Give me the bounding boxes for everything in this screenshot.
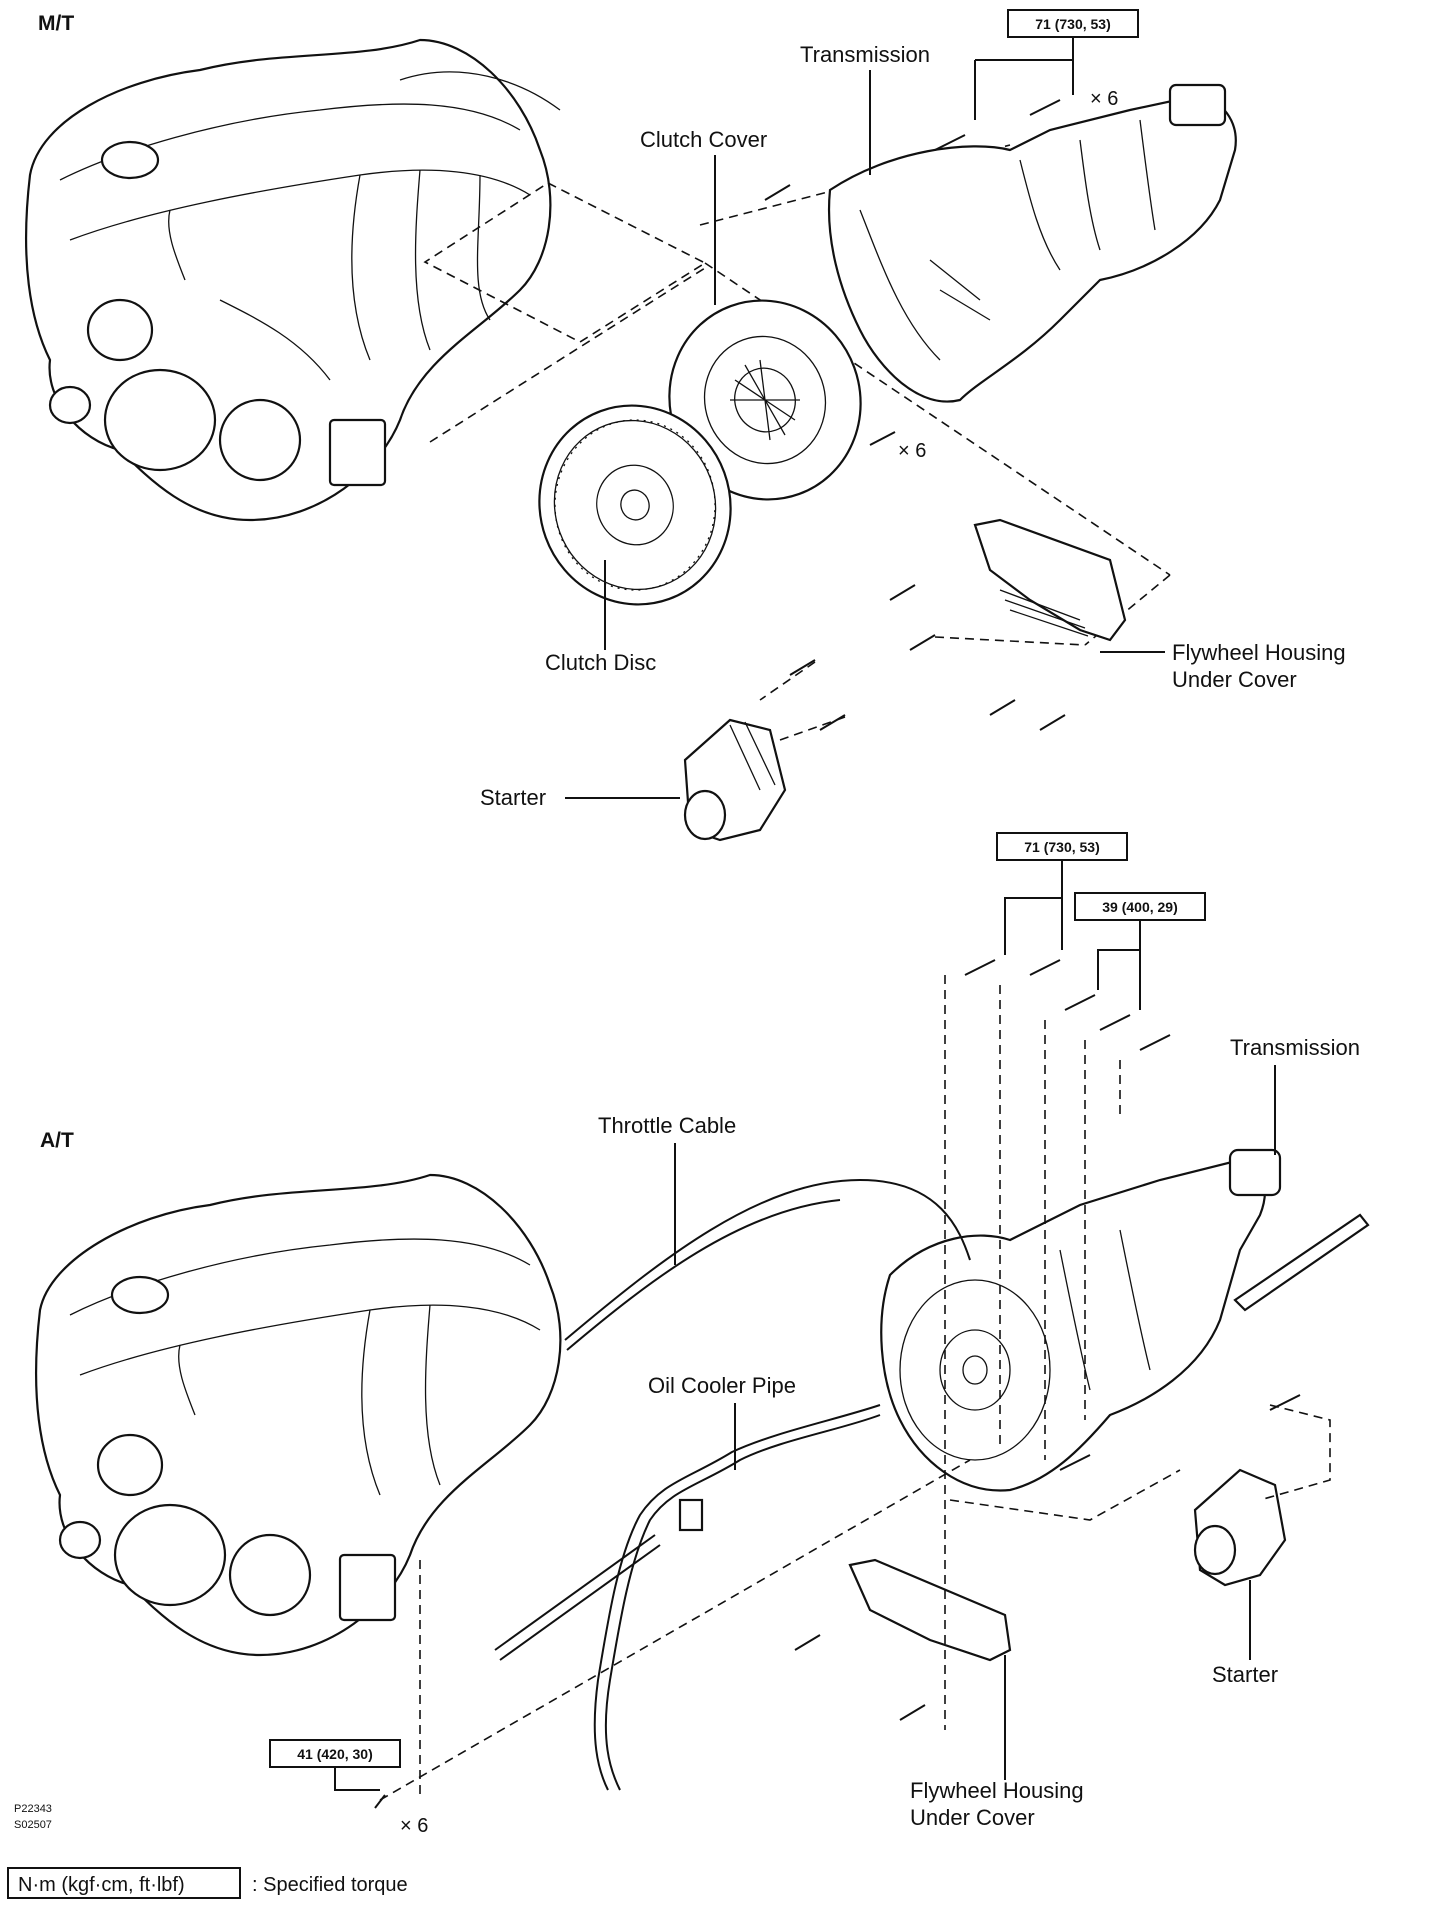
- at-lower-bolt-qty: × 6: [400, 1815, 428, 1837]
- mt-clutch-disc-drawing: [538, 404, 732, 606]
- at-flywheel-cover-label-2: Under Cover: [910, 1805, 1035, 1830]
- at-flywheel-cover-label-1: Flywheel Housing: [910, 1778, 1084, 1803]
- mt-starter-drawing: [683, 718, 787, 842]
- figure-code-2: S02507: [14, 1819, 52, 1831]
- mt-flywheel-cover-label-2: Under Cover: [1172, 667, 1297, 692]
- at-lower-torque-box: [269, 1739, 401, 1768]
- at-transmission-drawing: [880, 1148, 1370, 1492]
- mt-clutch-disc-label: Clutch Disc: [545, 650, 656, 675]
- at-throttle-cable-label: Throttle Cable: [598, 1113, 736, 1138]
- at-starter-label: Starter: [1212, 1662, 1278, 1687]
- mt-engine-drawing: [24, 38, 561, 522]
- legend-unit-box: [7, 1867, 241, 1899]
- mt-section-title: M/T: [38, 12, 74, 35]
- at-upper-torque-text: 71 (730, 53): [1024, 839, 1100, 855]
- at-lower-torque-text: 41 (420, 30): [297, 1746, 373, 1762]
- at-oil-cooler-pipe-label: Oil Cooler Pipe: [648, 1373, 796, 1398]
- mt-transmission-label: Transmission: [800, 42, 930, 67]
- mt-transmission-torque-text: 71 (730, 53): [1035, 16, 1111, 32]
- mt-flywheel-cover-label-1: Flywheel Housing: [1172, 640, 1346, 665]
- mt-clutch-cover-bolt-qty: × 6: [898, 440, 926, 462]
- mt-engine-alignment-lines: [423, 182, 707, 343]
- at-starter-drawing: [1193, 1468, 1287, 1587]
- mt-bolts: [759, 99, 1086, 741]
- mt-transmission-bolt-qty: × 6: [1090, 88, 1118, 110]
- mt-clutch-cover-label: Clutch Cover: [640, 127, 767, 152]
- at-mid-torque-text: 39 (400, 29): [1102, 899, 1178, 915]
- at-section-title: A/T: [40, 1129, 74, 1152]
- at-oil-cooler-pipe-drawing: [494, 1404, 881, 1791]
- at-engine-drawing: [34, 1173, 562, 1657]
- legend-description: : Specified torque: [252, 1874, 408, 1896]
- mt-flywheel-cover-drawing: [973, 518, 1127, 642]
- mt-transmission-drawing: [827, 83, 1237, 403]
- at-throttle-cable-drawing: [564, 1178, 971, 1341]
- figure-code-1: P22343: [14, 1803, 52, 1815]
- mt-starter-label: Starter: [480, 785, 546, 810]
- at-transmission-label: Transmission: [1230, 1035, 1360, 1060]
- legend-unit-text: N·m (kgf·cm, ft·lbf): [18, 1874, 185, 1896]
- at-bolts: [374, 959, 1331, 1809]
- at-flywheel-cover-drawing: [848, 1558, 1012, 1662]
